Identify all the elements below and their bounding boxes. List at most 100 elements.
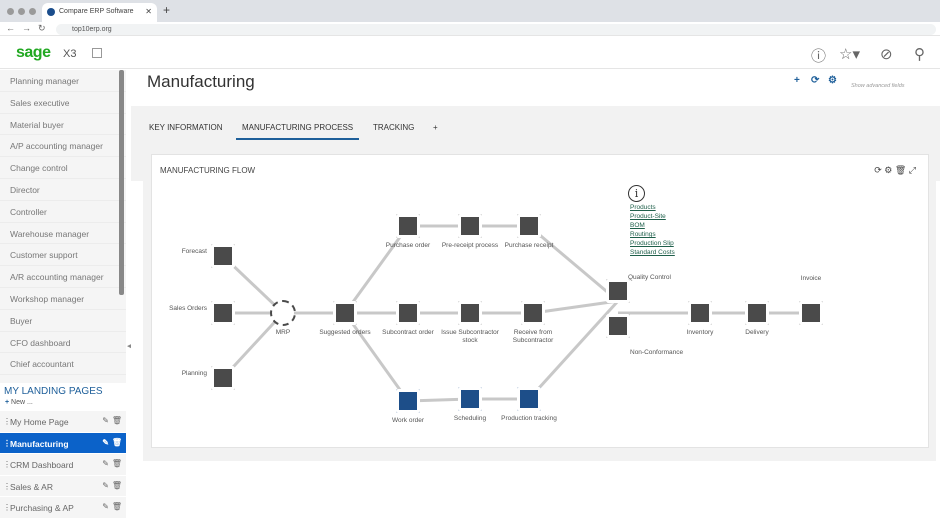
drag-handle-icon[interactable]: ⋮ — [3, 438, 11, 448]
forecast-label[interactable]: Forecast — [181, 248, 207, 255]
link-products[interactable]: Products — [630, 204, 656, 211]
drag-handle-icon[interactable]: ⋮ — [3, 460, 11, 469]
compass-icon[interactable]: ⊘ — [880, 46, 893, 63]
forecast-icon[interactable] — [211, 244, 235, 268]
pre-receipt-label[interactable]: Pre-receipt process — [441, 242, 499, 249]
scheduling-label[interactable]: Scheduling — [453, 415, 487, 422]
sidebar-item[interactable]: A/R accounting manager — [0, 266, 126, 288]
inventory-icon[interactable] — [688, 301, 712, 325]
trash-icon[interactable]: 🗑 — [111, 459, 122, 468]
link-product-site[interactable]: Product-Site — [630, 213, 666, 220]
sidebar-item[interactable]: Change control — [0, 157, 126, 179]
url-input[interactable]: top10erp.org — [56, 24, 936, 35]
sidebar-item[interactable]: Sales executive — [0, 92, 126, 114]
subcontract-order-icon[interactable] — [396, 301, 420, 325]
sidebar-item[interactable]: Customer support — [0, 244, 126, 267]
tab-tracking[interactable]: TRACKING — [373, 123, 415, 132]
trash-icon[interactable]: 🗑 — [111, 502, 122, 511]
sidebar-item[interactable]: Workshop manager — [0, 288, 126, 310]
sidebar-item[interactable]: Chief accountant — [0, 353, 126, 376]
show-advanced-fields[interactable]: Show advanced fields — [851, 83, 905, 89]
expand-icon[interactable]: ⤢ — [908, 165, 916, 175]
landing-page-item[interactable]: ⋮My Home Page✎🗑 — [0, 411, 126, 433]
tab-key-information[interactable]: KEY INFORMATION — [149, 123, 223, 132]
sidebar-item[interactable]: Warehouse manager — [0, 223, 126, 245]
quality-control-label[interactable]: Quality Control — [628, 274, 671, 281]
landing-page-item[interactable]: ⋮Manufacturing✎🗑 — [0, 432, 126, 454]
pre-receipt-icon[interactable] — [458, 214, 482, 238]
work-order-label[interactable]: Work order — [391, 417, 425, 424]
close-tab-icon[interactable]: ✕ — [145, 7, 152, 16]
sidebar-item[interactable]: Planning manager — [0, 70, 126, 92]
sidebar-item[interactable]: CFO dashboard — [0, 332, 126, 354]
purchase-receipt-icon[interactable] — [517, 214, 541, 238]
add-icon[interactable]: + — [794, 75, 800, 86]
drag-handle-icon[interactable]: ⋮ — [3, 503, 11, 512]
calendar-icon[interactable] — [92, 48, 102, 58]
forward-icon[interactable]: → — [22, 23, 31, 33]
sales-orders-icon[interactable] — [211, 301, 235, 325]
refresh-icon[interactable]: ⟳ — [811, 75, 820, 86]
purchase-order-icon[interactable] — [396, 214, 420, 238]
trash-icon[interactable]: 🗑 — [111, 416, 122, 425]
link-production-slip[interactable]: Production Slip — [630, 240, 674, 247]
sidebar-scrollbar[interactable] — [119, 70, 124, 295]
refresh-icon[interactable]: ⟳ — [874, 165, 882, 175]
new-landing-page-button[interactable]: + New ... — [5, 399, 33, 406]
settings-icon[interactable]: ⚙ — [828, 75, 837, 86]
browser-tab[interactable]: Compare ERP Software✕ — [42, 3, 157, 22]
link-standard-costs[interactable]: Standard Costs — [630, 249, 675, 256]
work-order-icon[interactable] — [396, 389, 420, 413]
sales-orders-label[interactable]: Sales Orders — [169, 305, 207, 312]
window-minimize-dot[interactable] — [18, 8, 25, 15]
receive-sub-label[interactable]: Receive from Subcontractor — [512, 329, 554, 344]
production-tracking-label[interactable]: Production tracking — [501, 415, 557, 422]
landing-page-item[interactable]: ⋮CRM Dashboard✎🗑 — [0, 454, 126, 476]
sage-logo[interactable]: sage — [16, 44, 51, 61]
new-tab-button[interactable]: + — [163, 3, 171, 17]
link-routings[interactable]: Routings — [630, 231, 656, 238]
delivery-icon[interactable] — [745, 301, 769, 325]
planning-label[interactable]: Planning — [181, 370, 207, 377]
help-icon[interactable]: ⓘ — [811, 48, 827, 65]
window-close-dot[interactable] — [7, 8, 14, 15]
info-icon[interactable]: i — [628, 185, 645, 202]
mrp-icon[interactable] — [270, 300, 296, 326]
suggested-label[interactable]: Suggested orders — [319, 329, 371, 336]
drag-handle-icon[interactable]: ⋮ — [3, 417, 11, 426]
delivery-label[interactable]: Delivery — [745, 329, 769, 336]
drag-handle-icon[interactable]: ⋮ — [3, 481, 11, 491]
reload-icon[interactable]: ↻ — [38, 23, 46, 33]
star-icon[interactable]: ☆▾ — [839, 46, 860, 63]
trash-icon[interactable]: 🗑 — [894, 165, 907, 175]
sidebar-item[interactable]: Controller — [0, 201, 126, 223]
sidebar-item[interactable]: A/P accounting manager — [0, 135, 126, 158]
purchase-order-label[interactable]: Purchase order — [385, 242, 431, 249]
add-tab-button[interactable]: + — [433, 123, 438, 132]
tab-manufacturing-process[interactable]: MANUFACTURING PROCESS — [236, 123, 360, 140]
non-conformance-label[interactable]: Non-Conformance — [630, 349, 684, 356]
issue-stock-label[interactable]: Issue Subcontractor stock — [441, 329, 499, 344]
production-tracking-icon[interactable] — [517, 387, 541, 411]
sidebar-item[interactable]: Material buyer — [0, 114, 126, 136]
invoice-icon[interactable] — [799, 301, 823, 325]
collapse-sidebar-icon[interactable]: ◀ — [127, 343, 133, 350]
non-conformance-icon[interactable] — [606, 314, 630, 338]
subcontract-order-label[interactable]: Subcontract order — [382, 329, 434, 336]
edit-icon[interactable]: ✎ — [102, 459, 109, 468]
landing-page-item[interactable]: ⋮Sales & AR✎🗑 — [0, 475, 126, 497]
link-bom[interactable]: BOM — [630, 222, 645, 229]
quality-control-icon[interactable] — [606, 279, 630, 303]
window-maximize-dot[interactable] — [29, 8, 36, 15]
sidebar-item[interactable]: Director — [0, 179, 126, 201]
sidebar-item[interactable]: Buyer — [0, 310, 126, 332]
trash-icon[interactable]: 🗑 — [111, 480, 122, 490]
landing-page-item[interactable]: ⋮Purchasing & AP✎🗑 — [0, 497, 126, 519]
back-icon[interactable]: ← — [6, 23, 15, 33]
search-icon[interactable]: ⚲ — [914, 46, 925, 63]
issue-stock-icon[interactable] — [458, 301, 482, 325]
trash-icon[interactable]: 🗑 — [111, 437, 122, 447]
edit-icon[interactable]: ✎ — [102, 480, 109, 490]
planning-icon[interactable] — [211, 366, 235, 390]
mrp-label[interactable]: MRP — [275, 329, 291, 336]
